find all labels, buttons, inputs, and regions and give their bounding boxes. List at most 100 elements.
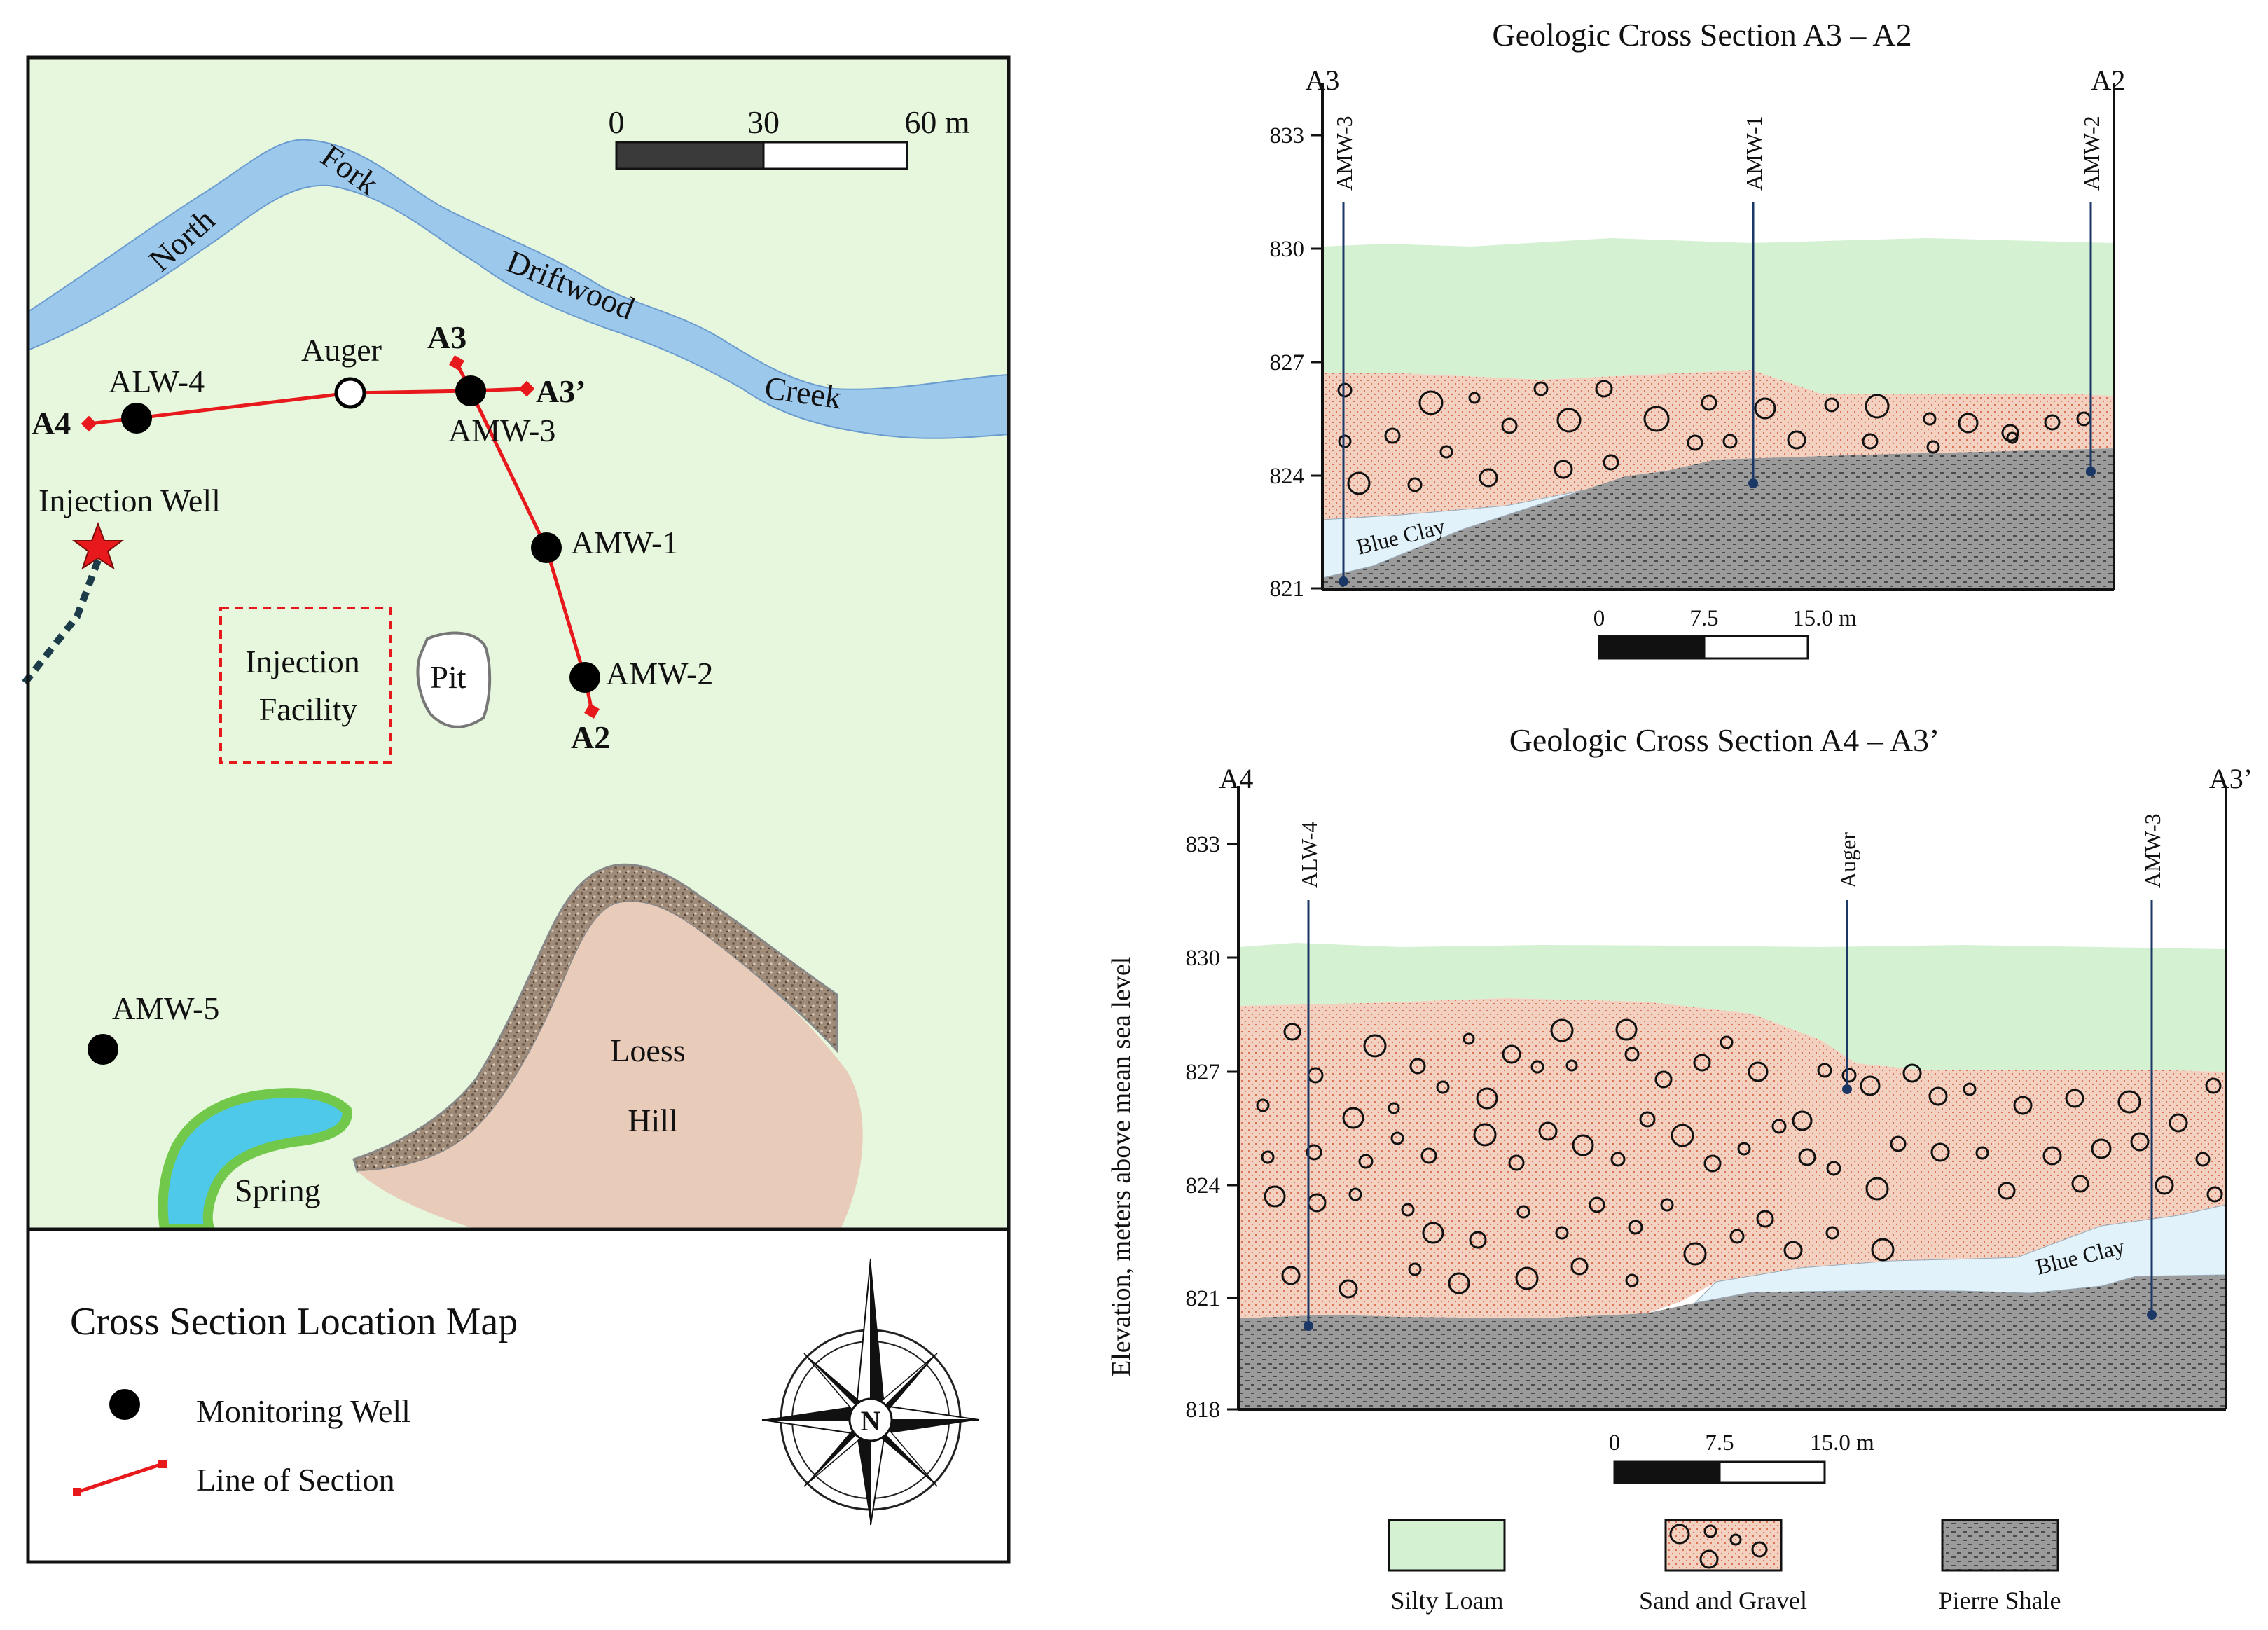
top-tick-827: 827 [1270, 350, 1305, 375]
legend-pierre-shale: Pierre Shale [1939, 1587, 2061, 1615]
label-pit: Pit [430, 659, 466, 695]
legend-sand-gravel: Sand and Gravel [1639, 1587, 1807, 1615]
top-silty-loam [1322, 238, 2114, 396]
map-scale-0: 0 [609, 104, 625, 140]
lithology-legend: Silty Loam Sand and Gravel Pierre Shale [1388, 1519, 2061, 1615]
bottom-left-end: A4 [1219, 763, 1254, 794]
label-auger: Auger [301, 332, 382, 368]
top-well-amw3: AMW-3 [1332, 116, 1357, 586]
bottom-silty-loam [1238, 943, 2226, 1072]
label-a3: A3 [427, 319, 466, 355]
bottom-well-alw4: ALW-4 [1297, 822, 1322, 1331]
top-scale-75: 7.5 [1689, 606, 1718, 631]
map-scale-dark [615, 141, 765, 170]
legend-section-line-icon [76, 1462, 163, 1494]
a2-marker [584, 703, 600, 719]
label-amw3: AMW-3 [448, 413, 555, 448]
bottom-well-amw3-label: AMW-3 [2140, 813, 2165, 888]
bottom-right-end: A3’ [2209, 763, 2253, 794]
label-loess: Loess [610, 1032, 685, 1068]
map-title: Cross Section Location Map [70, 1300, 518, 1344]
top-pierre-shale [1322, 448, 2114, 590]
label-amw5: AMW-5 [112, 990, 219, 1026]
label-hill: Hill [628, 1103, 678, 1138]
legend-monitoring-well: Monitoring Well [196, 1393, 410, 1429]
bottom-scale-light [1718, 1460, 1826, 1484]
label-injection-well: Injection Well [39, 483, 221, 518]
legend-section-end-1 [73, 1488, 81, 1496]
bottom-tick-833: 833 [1186, 832, 1221, 857]
label-amw1: AMW-1 [571, 525, 678, 560]
label-alw4: ALW-4 [109, 364, 205, 399]
map-frame [26, 55, 1011, 1564]
top-scale-15: 15.0 m [1792, 606, 1857, 631]
bottom-blue-clay [1694, 1204, 2227, 1304]
cross-section-a3-a2: Geologic Cross Section A3 – A2 A3 A2 Blu… [1270, 17, 2126, 660]
bottom-tick-830: 830 [1186, 946, 1221, 971]
top-tick-833: 833 [1270, 123, 1305, 149]
top-right-end: A2 [2091, 64, 2126, 96]
top-section-title: Geologic Cross Section A3 – A2 [1492, 17, 1911, 53]
top-scale-light [1703, 635, 1809, 660]
top-tick-830: 830 [1270, 237, 1305, 262]
well-alw4 [121, 403, 152, 434]
cross-section-a4-a3p: Geologic Cross Section A4 – A3’ A4 A3’ E… [1107, 722, 2253, 1484]
top-gravel-clasts [1337, 380, 2091, 495]
injection-facility-boundary [219, 607, 392, 764]
pit [416, 631, 492, 728]
bottom-section-title: Geologic Cross Section A4 – A3’ [1509, 722, 1940, 758]
spring [158, 1088, 352, 1234]
bottom-tick-821: 821 [1186, 1286, 1221, 1311]
label-a4: A4 [32, 406, 71, 441]
bottom-ylabel: Elevation, meters above mean sea level [1107, 957, 1136, 1376]
bottom-pierre-shale [1238, 1275, 2226, 1409]
well-amw3 [455, 375, 486, 406]
label-spring: Spring [235, 1173, 321, 1208]
injection-well-star-icon [72, 522, 124, 570]
label-a3p: A3’ [536, 373, 586, 409]
compass-rose-icon: N [761, 1258, 980, 1526]
well-amw5 [88, 1034, 118, 1065]
pipeline-dotted [22, 559, 102, 686]
legend-silty-loam-swatch [1388, 1519, 1506, 1572]
bottom-well-alw4-label: ALW-4 [1297, 822, 1322, 888]
bottom-ticks [1227, 843, 1238, 1411]
top-ticks [1311, 134, 1322, 590]
label-facility-2: Facility [259, 691, 358, 727]
legend-pierre-shale-swatch [1941, 1519, 2059, 1572]
map-scale-30: 30 [747, 104, 780, 140]
legend-section-end-2 [158, 1460, 167, 1468]
bottom-scale-dark [1613, 1460, 1721, 1484]
well-auger [334, 377, 366, 409]
a3p-marker [518, 380, 535, 397]
bottom-well-amw3: AMW-3 [2140, 813, 2165, 1320]
top-well-amw1-label: AMW-1 [1741, 116, 1766, 191]
legend-sand-gravel-swatch [1664, 1519, 1783, 1572]
bottom-tick-827: 827 [1186, 1060, 1221, 1085]
bottom-well-auger: Auger [1835, 832, 1860, 1094]
well-amw2 [569, 662, 600, 693]
label-a2: A2 [571, 719, 610, 755]
bottom-scale-75: 7.5 [1705, 1430, 1734, 1456]
top-well-amw3-label: AMW-3 [1332, 116, 1357, 191]
bottom-well-auger-label: Auger [1835, 832, 1860, 888]
label-amw2: AMW-2 [606, 656, 713, 691]
map-scale-60: 60 m [904, 104, 970, 140]
bottom-tick-824: 824 [1186, 1173, 1221, 1199]
well-amw1 [531, 532, 562, 563]
bottom-tick-818: 818 [1186, 1397, 1221, 1423]
bottom-scale-0: 0 [1609, 1430, 1621, 1456]
top-well-amw2: AMW-2 [2079, 116, 2104, 476]
top-sand-gravel [1322, 370, 2114, 520]
top-blue-clay [1322, 490, 1584, 579]
top-well-amw1: AMW-1 [1741, 116, 1766, 488]
legend-silty-loam: Silty Loam [1391, 1587, 1504, 1615]
bottom-scale-15: 15.0 m [1810, 1430, 1874, 1456]
label-facility-1: Injection [245, 644, 360, 679]
loess-hill-gravel-edge [352, 863, 838, 1173]
top-well-amw2-label: AMW-2 [2079, 116, 2104, 191]
top-tick-821: 821 [1270, 576, 1305, 602]
compass-n: N [861, 1405, 881, 1437]
legend-line-of-section: Line of Section [196, 1462, 395, 1498]
